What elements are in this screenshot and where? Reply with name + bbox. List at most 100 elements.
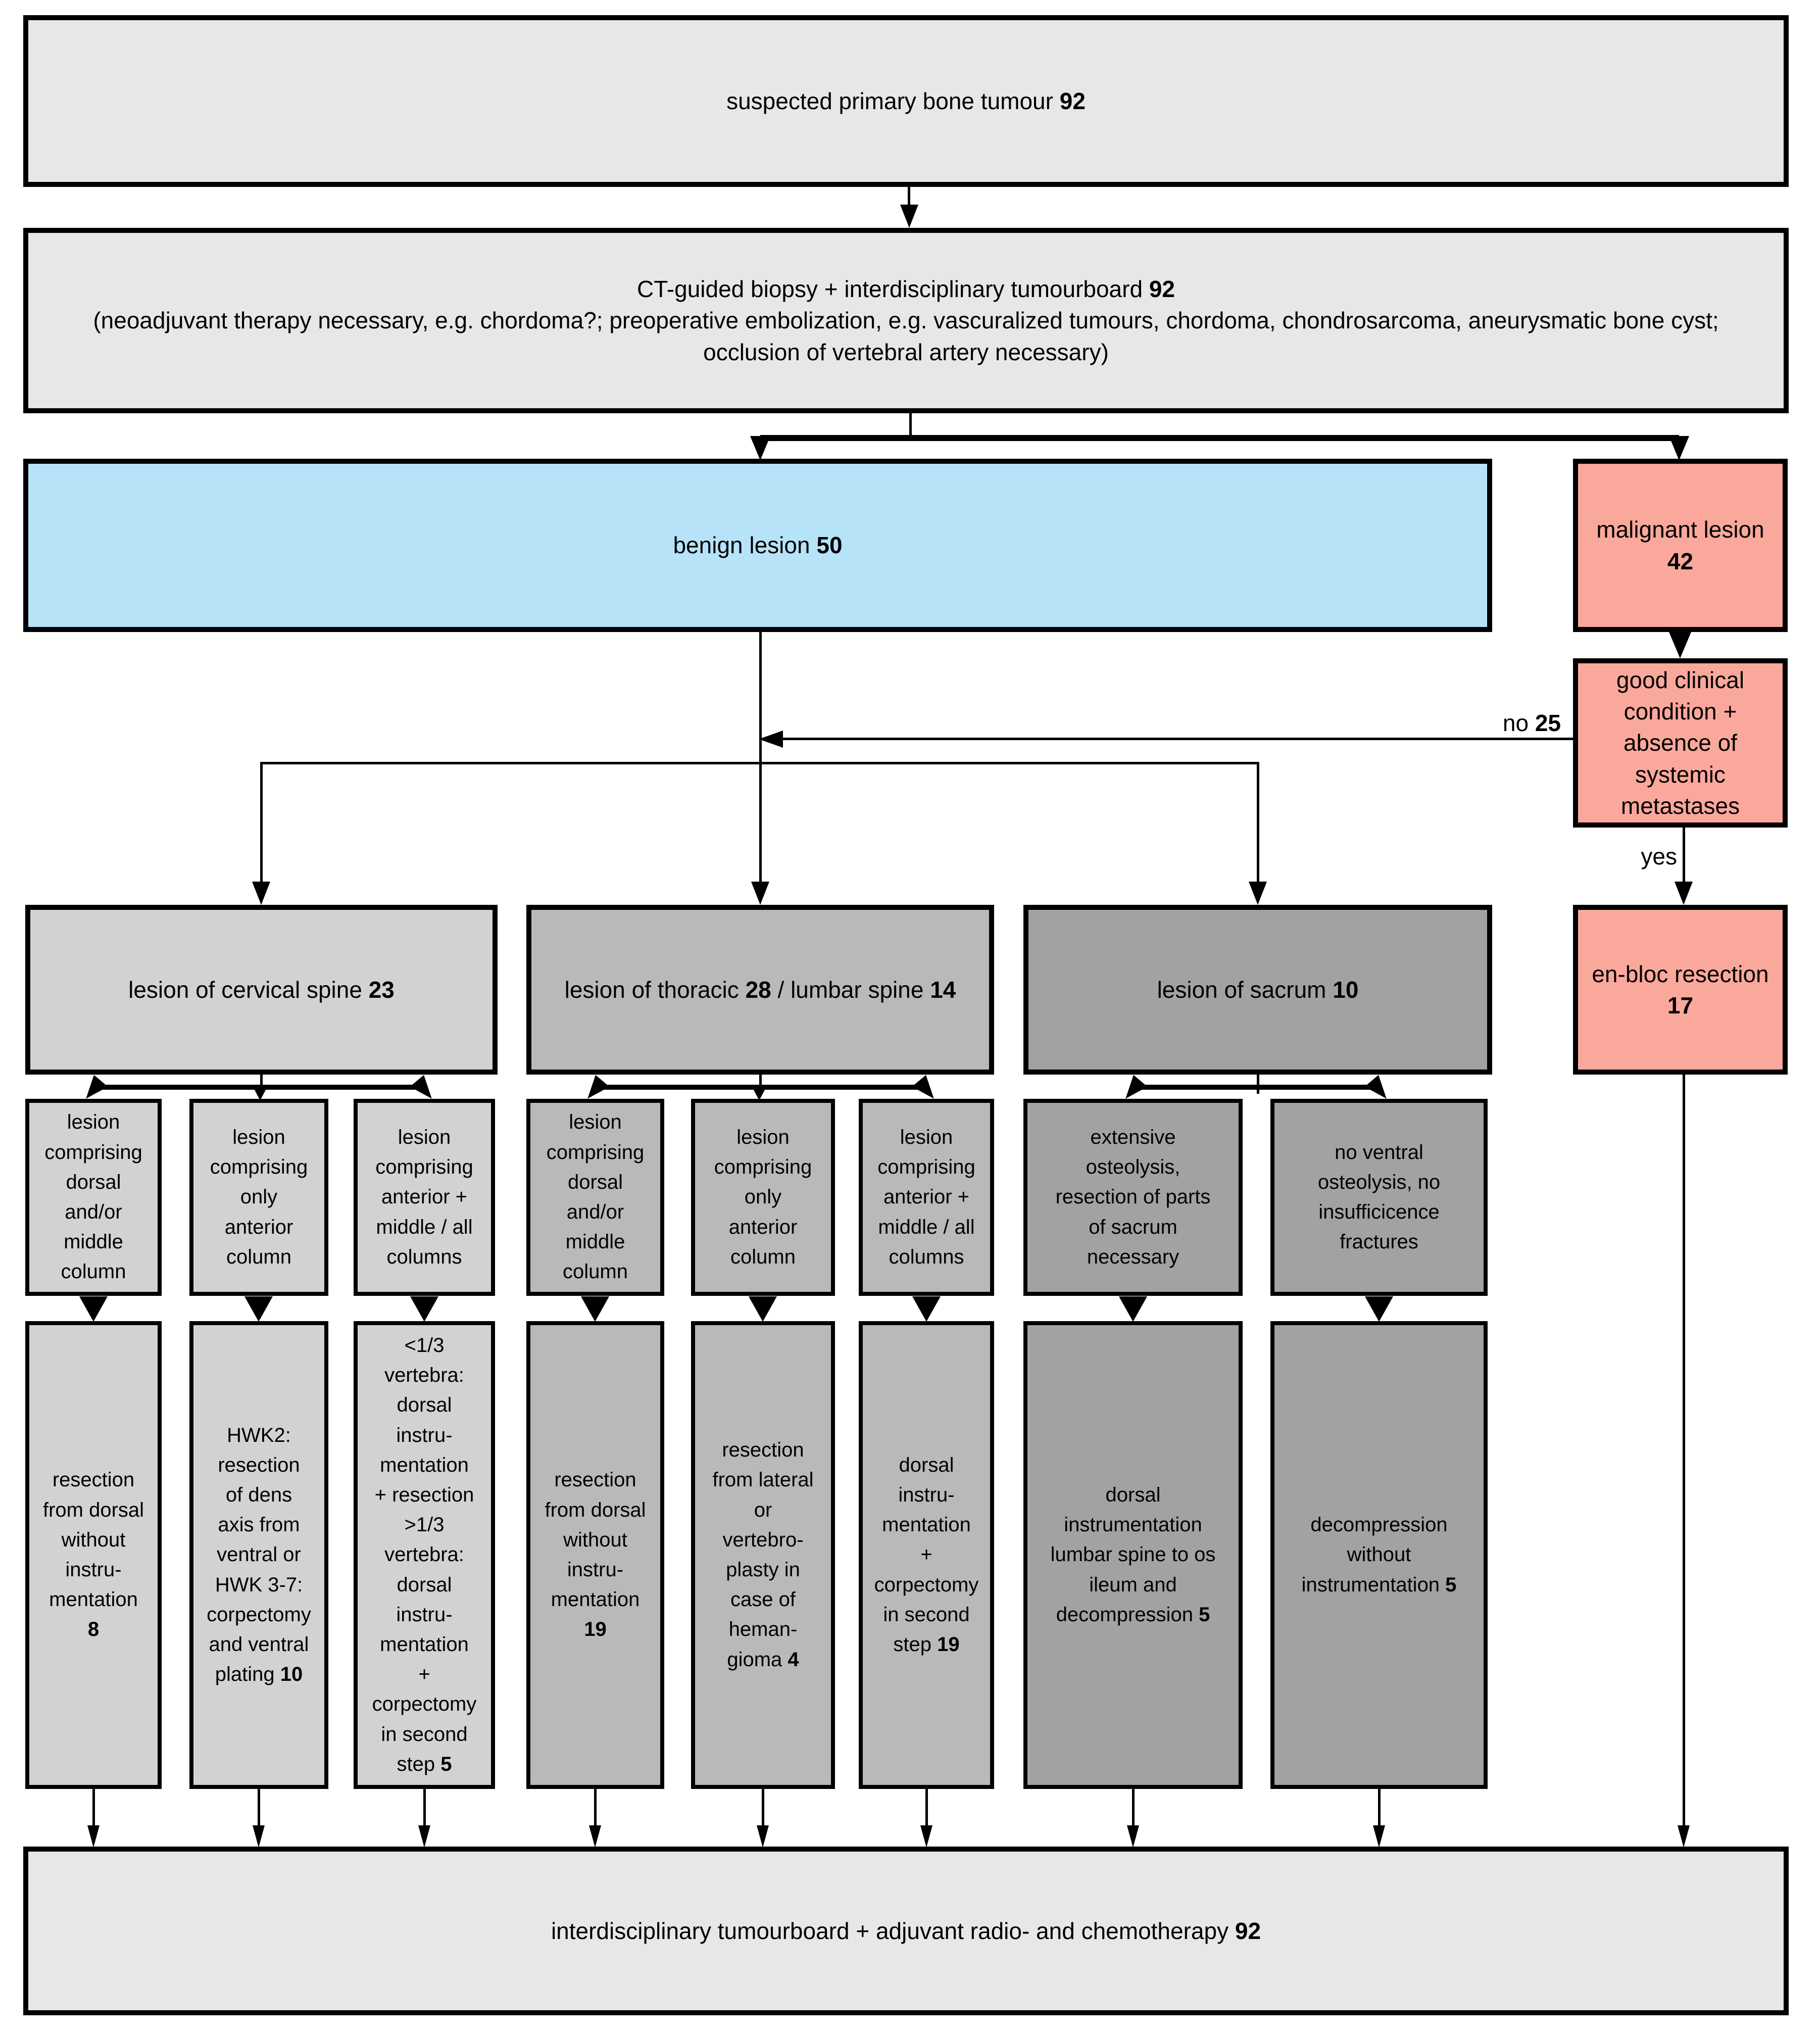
arrowhead-block-1 xyxy=(79,1296,108,1322)
node-treatment-thoracic-all: dorsal instru- mentation + corpectomy in… xyxy=(859,1321,994,1789)
node-en-bloc-resection: en-bloc resection 17 xyxy=(1573,905,1788,1075)
arrowhead-block-5 xyxy=(749,1296,777,1322)
arrowhead-to-sacrum xyxy=(1249,882,1267,905)
node-treatment-sacrum-no-osteolysis-text: decompression without instrumentation 5 xyxy=(1301,1514,1457,1596)
node-criteria-thoracic-all: lesion comprising anterior + middle / al… xyxy=(859,1099,994,1296)
arrowhead-block-8 xyxy=(1365,1296,1393,1322)
arrowhead-to-benign xyxy=(750,436,770,460)
connector-en-bloc-down xyxy=(1683,1075,1685,1829)
node-good-clinical-condition-text: good clinical condition + absence of sys… xyxy=(1616,667,1745,819)
node-criteria-thoracic-anterior-text: lesion comprising only anterior column xyxy=(714,1126,812,1268)
arrowhead-final-7 xyxy=(1127,1825,1139,1848)
node-en-bloc-resection-text: en-bloc resection 17 xyxy=(1592,960,1769,1019)
connector-final-5 xyxy=(762,1789,764,1829)
connector-thoracic-split-stub xyxy=(759,1075,762,1094)
connector-yes-branch xyxy=(1683,828,1685,884)
arrowhead-final-9 xyxy=(1678,1825,1690,1848)
arrowhead-final-4 xyxy=(589,1825,601,1848)
node-lesion-cervical-spine: lesion of cervical spine 23 xyxy=(25,905,498,1075)
node-treatment-thoracic-dorsal-text: resection from dorsal without instru- me… xyxy=(545,1469,646,1641)
arrowhead-block-4 xyxy=(581,1296,609,1322)
node-criteria-cervical-anterior: lesion comprising only anterior column xyxy=(189,1099,328,1296)
node-benign-lesion: benign lesion 50 xyxy=(23,459,1492,632)
node-suspected-tumour: suspected primary bone tumour 92 xyxy=(23,15,1789,187)
node-ct-biopsy-tumourboard-text: CT-guided biopsy + interdisciplinary tum… xyxy=(93,276,1719,365)
connector-biopsy-fork-bar xyxy=(760,435,1679,441)
label-yes: yes xyxy=(1641,843,1677,869)
node-criteria-sacrum-osteolysis-text: extensive osteolysis, resection of parts… xyxy=(1055,1126,1211,1268)
node-treatment-cervical-anterior: HWK2: resection of dens axis from ventra… xyxy=(189,1321,328,1789)
node-criteria-cervical-dorsal: lesion comprising dorsal and/or middle c… xyxy=(25,1099,162,1296)
node-lesion-cervical-spine-text: lesion of cervical spine 23 xyxy=(128,976,395,1003)
node-criteria-sacrum-no-osteolysis-text: no ventral osteolysis, no insufficicence… xyxy=(1317,1141,1441,1253)
node-treatment-cervical-all: <1/3 vertebra: dorsal instru- mentation … xyxy=(354,1321,495,1789)
arrowhead-no-branch xyxy=(759,731,783,748)
connector-to-cervical xyxy=(260,762,263,884)
arrowhead-to-malignant xyxy=(1669,436,1689,460)
connector-final-7 xyxy=(1132,1789,1135,1829)
node-treatment-sacrum-osteolysis-text: dorsal instrumentation lumbar spine to o… xyxy=(1050,1484,1216,1626)
arrowhead-final-2 xyxy=(253,1825,265,1848)
arrowhead-final-8 xyxy=(1373,1825,1385,1848)
connector-final-8 xyxy=(1378,1789,1381,1829)
node-malignant-lesion-text: malignant lesion 42 xyxy=(1596,516,1764,574)
connector-benign-down xyxy=(759,632,762,884)
node-good-clinical-condition: good clinical condition + absence of sys… xyxy=(1573,658,1788,828)
arrowhead-cervical-middle xyxy=(252,1085,268,1100)
connector-final-2 xyxy=(258,1789,260,1829)
node-lesion-sacrum-text: lesion of sacrum 10 xyxy=(1157,976,1359,1003)
arrowhead-suspected-to-biopsy xyxy=(900,205,918,228)
node-treatment-thoracic-anterior-text: resection from lateral or vertebro- plas… xyxy=(712,1439,814,1671)
node-suspected-tumour-text: suspected primary bone tumour 92 xyxy=(726,87,1086,114)
node-criteria-thoracic-all-text: lesion comprising anterior + middle / al… xyxy=(877,1126,975,1268)
arrowhead-to-cervical xyxy=(252,882,270,905)
arrowhead-final-5 xyxy=(757,1825,769,1848)
connector-sacrum-split-bar xyxy=(1133,1085,1379,1090)
connector-cervical-split-stub xyxy=(260,1075,263,1094)
node-criteria-thoracic-dorsal: lesion comprising dorsal and/or middle c… xyxy=(526,1099,664,1296)
arrowhead-yes-branch xyxy=(1675,882,1693,905)
node-criteria-cervical-anterior-text: lesion comprising only anterior column xyxy=(210,1126,308,1268)
node-lesion-sacrum: lesion of sacrum 10 xyxy=(1023,905,1492,1075)
node-treatment-cervical-dorsal: resection from dorsal without instru- me… xyxy=(25,1321,162,1789)
node-treatment-sacrum-osteolysis: dorsal instrumentation lumbar spine to o… xyxy=(1023,1321,1243,1789)
arrowhead-malignant-to-condition xyxy=(1669,632,1691,658)
node-criteria-cervical-all: lesion comprising anterior + middle / al… xyxy=(354,1099,495,1296)
connector-sacrum-split-stub xyxy=(1257,1075,1259,1094)
arrowhead-block-7 xyxy=(1119,1296,1147,1322)
node-benign-lesion-text: benign lesion 50 xyxy=(673,532,843,559)
node-criteria-cervical-dorsal-text: lesion comprising dorsal and/or middle c… xyxy=(44,1111,142,1283)
connector-to-sacrum xyxy=(1257,762,1259,884)
arrowhead-block-3 xyxy=(410,1296,438,1322)
node-tumourboard-adjuvant: interdisciplinary tumourboard + adjuvant… xyxy=(23,1847,1789,2015)
node-treatment-thoracic-all-text: dorsal instru- mentation + corpectomy in… xyxy=(874,1453,979,1656)
arrowhead-final-1 xyxy=(87,1825,100,1848)
node-tumourboard-adjuvant-text: interdisciplinary tumourboard + adjuvant… xyxy=(551,1917,1261,1944)
connector-final-3 xyxy=(423,1789,426,1829)
node-criteria-sacrum-no-osteolysis: no ventral osteolysis, no insufficicence… xyxy=(1270,1099,1488,1296)
node-criteria-sacrum-osteolysis: extensive osteolysis, resection of parts… xyxy=(1023,1099,1243,1296)
node-criteria-thoracic-dorsal-text: lesion comprising dorsal and/or middle c… xyxy=(546,1111,645,1283)
connector-suspected-to-biopsy xyxy=(908,187,910,207)
node-ct-biopsy-tumourboard: CT-guided biopsy + interdisciplinary tum… xyxy=(23,228,1789,413)
node-treatment-cervical-anterior-text: HWK2: resection of dens axis from ventra… xyxy=(207,1424,311,1686)
node-treatment-sacrum-no-osteolysis: decompression without instrumentation 5 xyxy=(1270,1321,1488,1789)
connector-final-6 xyxy=(925,1789,928,1829)
node-lesion-thoracic-lumbar: lesion of thoracic 28 / lumbar spine 14 xyxy=(526,905,994,1075)
node-lesion-thoracic-lumbar-text: lesion of thoracic 28 / lumbar spine 14 xyxy=(564,976,956,1003)
node-malignant-lesion: malignant lesion 42 xyxy=(1573,459,1788,632)
arrowhead-thoracic-middle xyxy=(751,1085,767,1100)
node-treatment-thoracic-dorsal: resection from dorsal without instru- me… xyxy=(526,1321,664,1789)
connector-no-branch xyxy=(778,738,1573,740)
connector-final-4 xyxy=(594,1789,597,1829)
node-criteria-thoracic-anterior: lesion comprising only anterior column xyxy=(691,1099,835,1296)
connector-final-1 xyxy=(92,1789,95,1829)
node-treatment-cervical-all-text: <1/3 vertebra: dorsal instru- mentation … xyxy=(372,1334,477,1775)
label-no-25: no 25 xyxy=(1502,710,1561,736)
connector-biopsy-fork-stub xyxy=(909,413,912,440)
arrowhead-final-3 xyxy=(418,1825,430,1848)
node-treatment-cervical-dorsal-text: resection from dorsal without instru- me… xyxy=(42,1469,144,1641)
node-criteria-cervical-all-text: lesion comprising anterior + middle / al… xyxy=(375,1126,473,1268)
arrowhead-block-2 xyxy=(244,1296,273,1322)
